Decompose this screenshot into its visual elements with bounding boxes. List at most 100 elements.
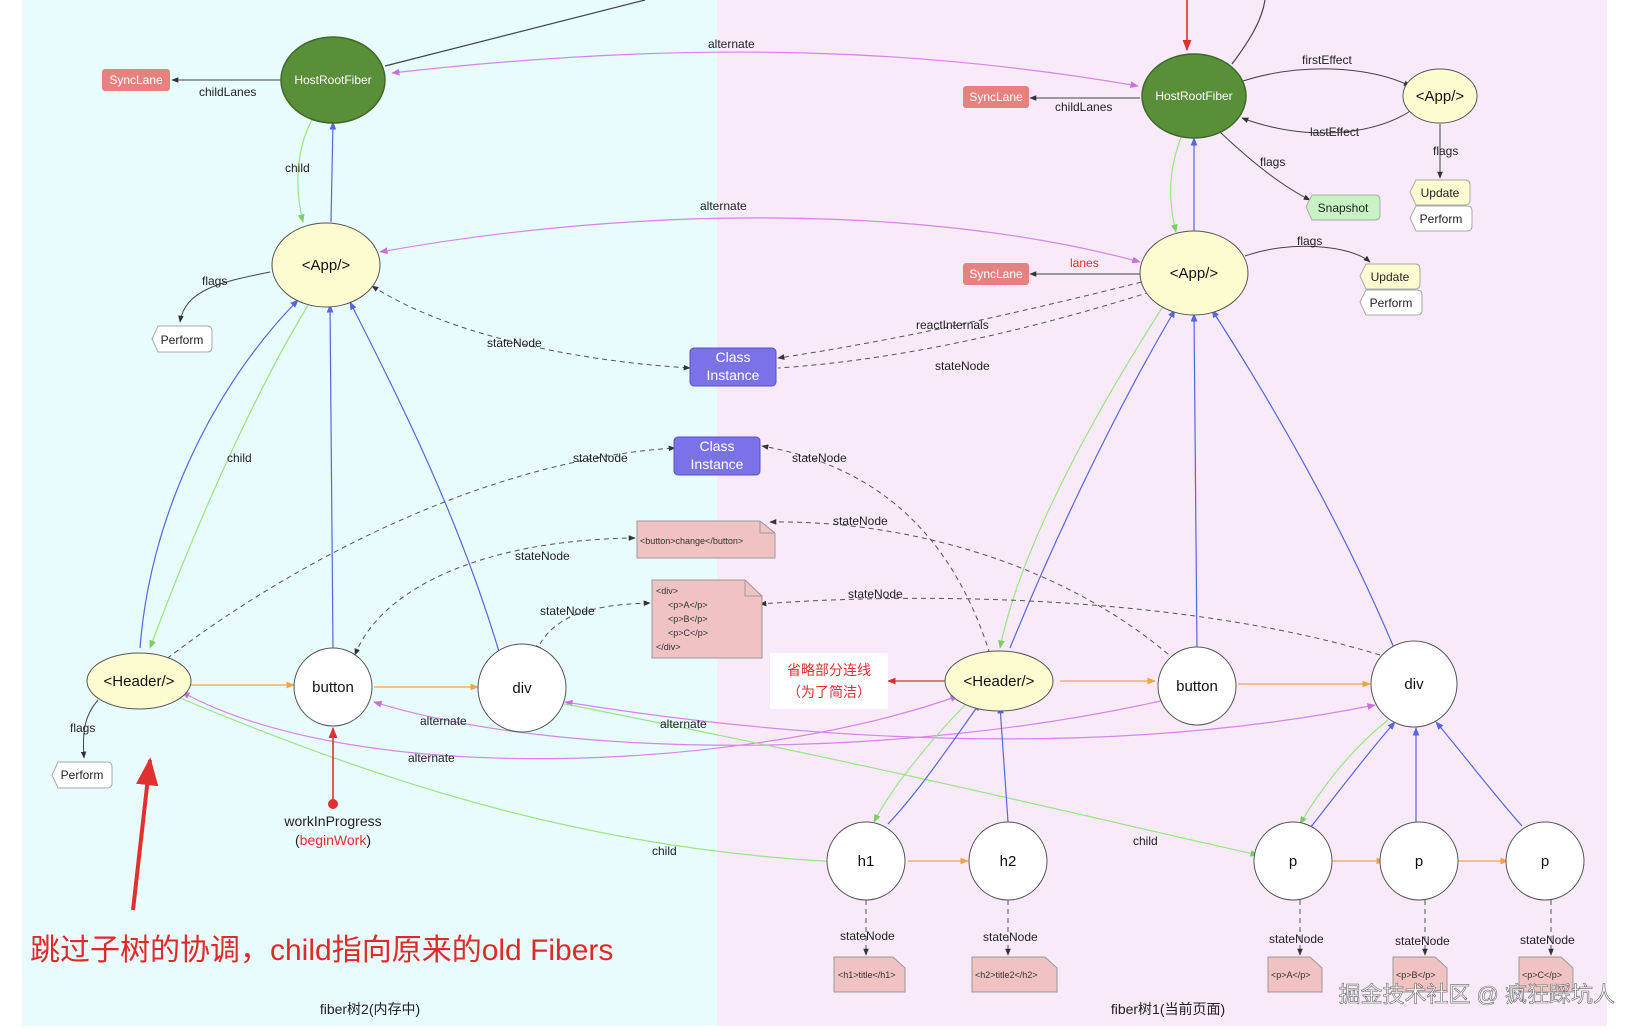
label-statenode-app-right: stateNode: [935, 359, 990, 373]
header-node-left-label: <Header/>: [104, 673, 175, 690]
host-root-fiber-left-label: HostRootFiber: [294, 73, 371, 87]
big-red-arrow: [131, 757, 159, 911]
omit-note: 省略部分连线 （为了简洁）: [770, 653, 888, 709]
header-node-right[interactable]: <Header/>: [944, 650, 1054, 712]
class-instance-1-line-2: Instance: [707, 367, 760, 383]
doc-h2-line-1: <h2>title2</h2>: [975, 970, 1038, 980]
div-node-right-label: div: [1404, 676, 1424, 693]
chips: Perform Perform Update Perform Update Pe…: [51, 179, 1473, 789]
doc-pc-line-1: <p>C</p>: [1522, 970, 1562, 980]
h1-node-label: h1: [858, 853, 875, 870]
edge-external-right: [1231, 0, 1266, 65]
edge-child-header-h1-right: [873, 699, 971, 823]
chip-perform-app: Perform: [1359, 289, 1423, 316]
chip-perform-top-label: Perform: [1420, 212, 1463, 226]
synclane-tag-left-label: SyncLane: [109, 73, 163, 87]
app-node-right[interactable]: <App/>: [1139, 230, 1249, 316]
label-statenode-button-right: stateNode: [833, 514, 888, 528]
edge-return-h1-header-right: [887, 702, 981, 825]
host-root-fiber-left[interactable]: HostRootFiber: [280, 36, 386, 124]
edge-child-host-app-left: [297, 117, 314, 223]
label-child-header-h1: child: [652, 844, 677, 858]
edge-labels: alternate alternate alternate alternate …: [70, 37, 1575, 948]
synclane-tag-app-right: SyncLane: [963, 263, 1029, 285]
label-childlanes-left: childLanes: [199, 85, 256, 99]
class-instance-1-line-1: Class: [715, 349, 750, 365]
label-flags-host-right: flags: [1260, 155, 1285, 169]
edge-return-app-host-left: [329, 121, 337, 223]
edge-statenode-div-right: [759, 597, 1381, 656]
edge-statenode-app-left: [371, 285, 691, 371]
synclane-tags: SyncLane SyncLane SyncLane: [102, 69, 1029, 285]
chip-perform-header-left: Perform: [51, 761, 113, 789]
h2-node[interactable]: h2: [968, 821, 1048, 901]
edge-child-div-p: [559, 702, 1259, 857]
label-alternate-div2: alternate: [660, 717, 707, 731]
edge-firsteffect: [1239, 68, 1411, 87]
wip-sub-fn: beginWork: [300, 832, 368, 848]
button-node-right[interactable]: button: [1157, 646, 1237, 726]
edge-lasteffect: [1241, 109, 1413, 134]
class-instance-1[interactable]: Class Instance: [689, 347, 777, 387]
app-node-left-label: <App/>: [302, 257, 351, 274]
watermark: 掘金技术社区 @ 疯狂踩坑人: [1338, 982, 1615, 1007]
skip-subtree-note: 跳过子树的协调，child指向原来的old Fibers: [30, 934, 613, 967]
app-node-left[interactable]: <App/>: [271, 222, 381, 308]
app-node-right-label: <App/>: [1170, 265, 1219, 282]
label-statenode-p3: stateNode: [1520, 933, 1575, 947]
edges: [80, 0, 1554, 956]
button-node-left[interactable]: button: [293, 647, 373, 727]
label-statenode-p1: stateNode: [1269, 932, 1324, 946]
doc-h1-line-1: <h1>title</h1>: [838, 970, 896, 980]
class-instance-2[interactable]: Class Instance: [673, 436, 761, 476]
div-node-left[interactable]: div: [477, 643, 567, 733]
chip-update-top: Update: [1409, 179, 1471, 206]
label-lanes: lanes: [1070, 256, 1099, 270]
edge-alternate-app: [379, 217, 1141, 264]
doc-button: <button>change</button>: [636, 520, 776, 559]
div-node-right[interactable]: div: [1370, 640, 1458, 728]
h1-node[interactable]: h1: [826, 821, 906, 901]
label-statenode-header-left: stateNode: [573, 451, 628, 465]
chip-perform-top: Perform: [1409, 205, 1473, 232]
p-node-2[interactable]: p: [1379, 821, 1459, 901]
edge-statenode-button-right: [769, 519, 1176, 661]
label-alternate-app: alternate: [700, 199, 747, 213]
edge-flags-host-right: [1219, 131, 1311, 201]
chip-update-top-label: Update: [1421, 186, 1460, 200]
omit-note-line-1: 省略部分连线: [787, 662, 871, 678]
app-node-top-right[interactable]: <App/>: [1402, 68, 1478, 124]
edge-child-header-h1: [179, 697, 841, 865]
edge-return-button-app-right: [1190, 313, 1198, 651]
doc-div-line-5: </div>: [656, 642, 681, 652]
chip-snapshot-label: Snapshot: [1318, 201, 1369, 215]
doc-div-line-1: <div>: [656, 586, 678, 596]
label-statenode-header-right: stateNode: [792, 451, 847, 465]
left-panel: [22, 0, 717, 1026]
label-statenode-p2: stateNode: [1395, 934, 1450, 948]
right-panel-caption: fiber树1(当前页面): [1111, 1001, 1225, 1017]
div-node-left-label: div: [512, 680, 532, 697]
host-root-fiber-right[interactable]: HostRootFiber: [1141, 53, 1247, 139]
label-statenode-h2: stateNode: [983, 930, 1038, 944]
p-node-3[interactable]: p: [1505, 821, 1585, 901]
chip-update-app: Update: [1359, 263, 1421, 290]
label-flags-app-left: flags: [202, 274, 227, 288]
edge-return-p1-div: [1309, 721, 1396, 829]
p-node-3-label: p: [1541, 853, 1549, 870]
chip-snapshot: Snapshot: [1305, 194, 1381, 221]
p-node-1[interactable]: p: [1253, 821, 1333, 901]
doc-div-line-2: <p>A</p>: [668, 600, 708, 610]
label-alternate-header: alternate: [408, 751, 455, 765]
wip-label: workInProgress: [283, 813, 381, 829]
nodes: HostRootFiber HostRootFiber <App/> <App/…: [86, 36, 1585, 901]
label-statenode-h1: stateNode: [840, 929, 895, 943]
header-node-right-label: <Header/>: [964, 673, 1035, 690]
header-node-left[interactable]: <Header/>: [86, 652, 192, 710]
chip-update-app-label: Update: [1371, 270, 1410, 284]
edge-return-div-app-right: [1211, 309, 1395, 649]
left-panel-caption: fiber树2(内存中): [320, 1001, 420, 1017]
label-flags-app-top-right: flags: [1433, 144, 1458, 158]
app-node-top-right-label: <App/>: [1416, 88, 1465, 105]
